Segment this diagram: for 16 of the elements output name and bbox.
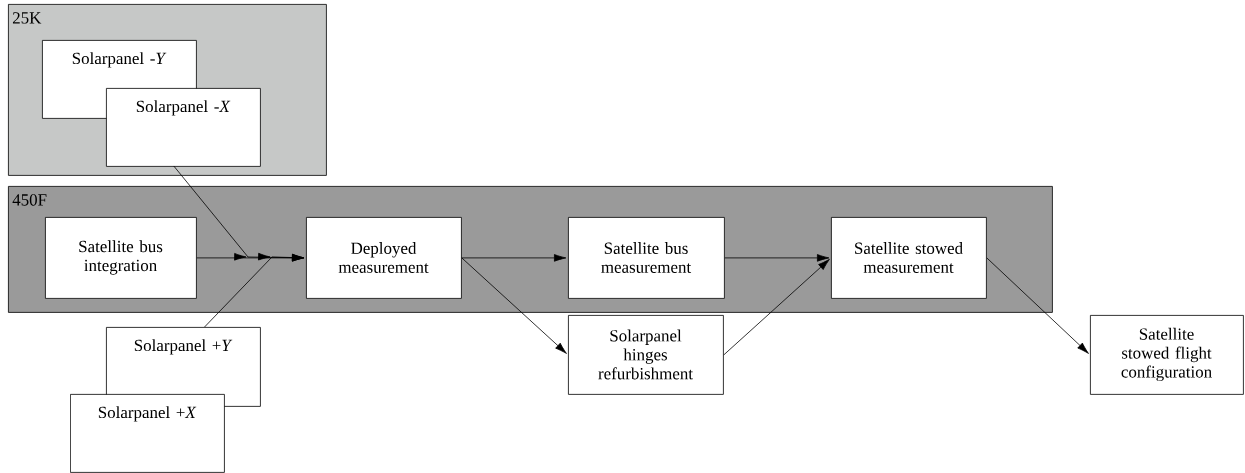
arrow: [724, 254, 830, 262]
process-box: Solarpanel +X: [70, 394, 225, 473]
process-box: Satellite stowed flight configuration: [1090, 315, 1244, 395]
process-box: Satellite stowed measurement: [831, 217, 987, 299]
arrow: [461, 254, 567, 262]
process-box: Solarpanel hinges refurbishment: [568, 315, 724, 395]
node-label: Solarpanel +X: [98, 406, 197, 422]
arrow: [461, 257, 567, 354]
band-heading: 25K: [12, 12, 42, 24]
process-box: Deployed measurement: [306, 217, 462, 299]
band-heading: 450F: [12, 194, 47, 206]
arrow: [986, 257, 1089, 354]
process-box: Satellite bus measurement: [568, 217, 725, 299]
process-box: Solarpanel -X: [106, 88, 261, 167]
process-box: Satellite bus integration: [45, 217, 197, 299]
arrow: [723, 258, 830, 356]
